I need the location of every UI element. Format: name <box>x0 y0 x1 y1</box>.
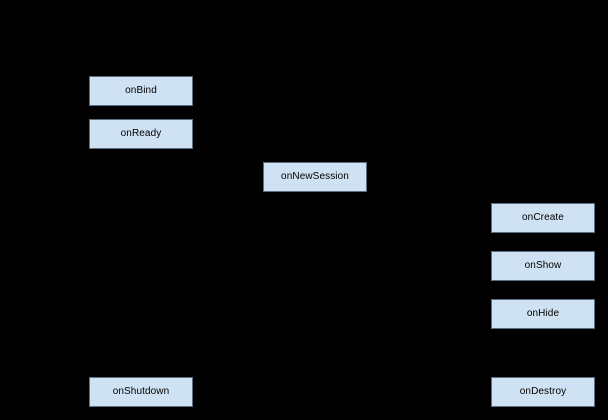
diagram-node-label: onDestroy <box>519 386 567 397</box>
diagram-node-on-destroy: onDestroy <box>491 377 595 407</box>
diagram-node-on-ready: onReady <box>89 119 193 149</box>
diagram-node-on-new-session: onNewSession <box>263 162 367 192</box>
diagram-node-label: onCreate <box>522 212 564 223</box>
diagram-node-on-shutdown: onShutdown <box>89 377 193 407</box>
diagram-node-on-show: onShow <box>491 251 595 281</box>
diagram-node-on-hide: onHide <box>491 299 595 329</box>
diagram-node-on-bind: onBind <box>89 76 193 106</box>
diagram-node-label: onHide <box>526 308 560 319</box>
diagram-node-label: onShutdown <box>112 386 170 397</box>
diagram-node-label: onNewSession <box>281 171 349 182</box>
diagram-node-label: onBind <box>125 85 157 96</box>
diagram-node-label: onShow <box>524 260 562 271</box>
diagram-node-label: onReady <box>120 128 162 139</box>
diagram-node-on-create: onCreate <box>491 203 595 233</box>
